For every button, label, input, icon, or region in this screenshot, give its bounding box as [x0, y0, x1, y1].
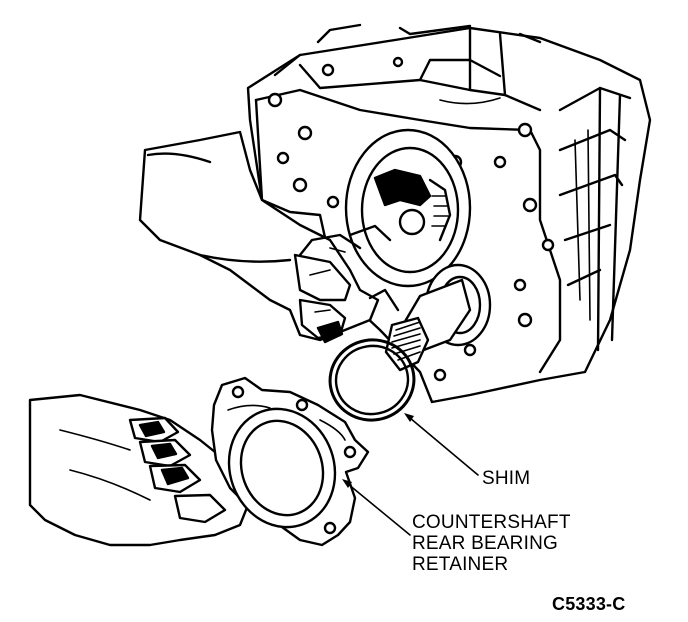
lower-hand	[28, 393, 250, 547]
retainer-label-line1: COUNTERSHAFT	[412, 512, 571, 533]
figure-code: C5333-C	[552, 594, 626, 614]
shim-ring	[328, 338, 416, 422]
bearing-retainer	[210, 376, 370, 547]
shim-leader-line	[409, 417, 479, 476]
leader-lines	[342, 413, 479, 536]
upper-hand	[138, 130, 400, 344]
countershaft	[384, 278, 472, 372]
retainer-leader-line	[347, 483, 411, 536]
shim-label: SHIM	[482, 468, 531, 489]
retainer-label-line2: REAR BEARING	[412, 533, 558, 554]
shim-leader-arrow	[404, 413, 414, 422]
retainer-leader-arrow	[342, 479, 352, 488]
retainer-label-line3: RETAINER	[412, 554, 509, 575]
transmission-case	[246, 23, 652, 404]
